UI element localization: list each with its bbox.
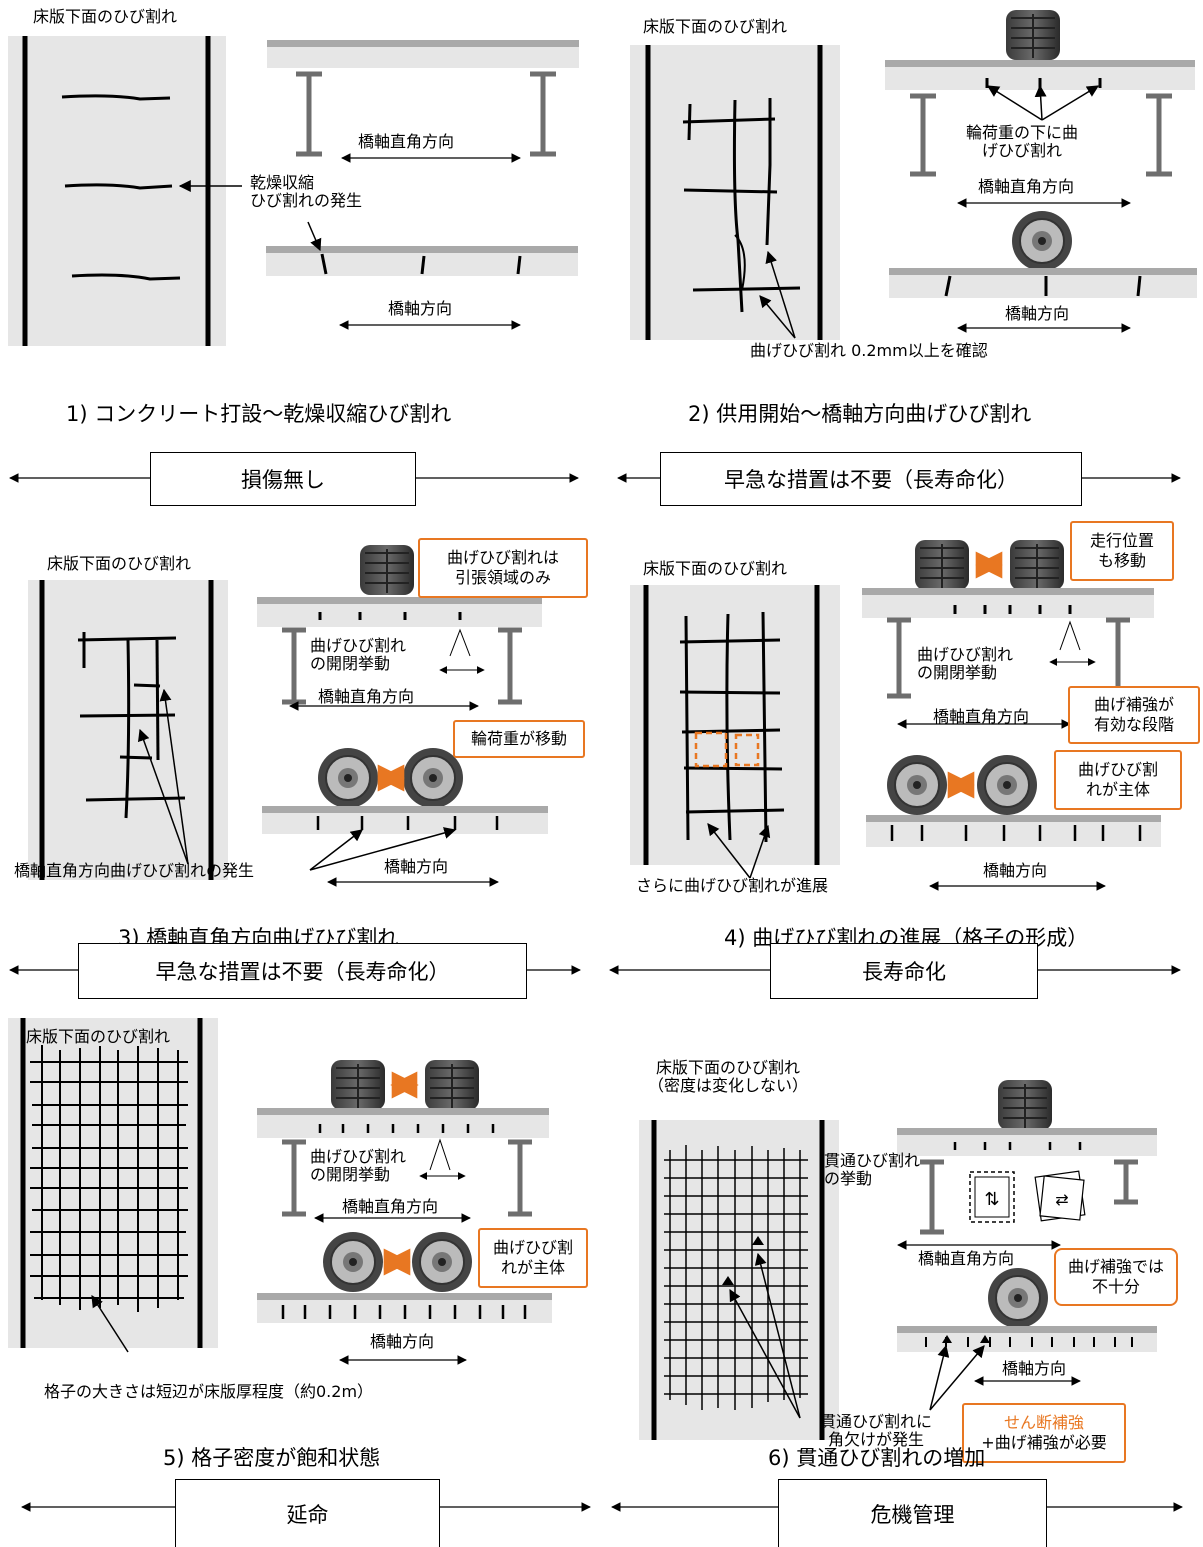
panel1-section-longitudinal [178,180,578,330]
panel4-callout-bending: 曲げひび割 れが主体 [1054,750,1182,810]
panel3-section-longitudinal [137,688,548,887]
panel1-caption: 1) コンクリート打設～乾燥収縮ひび割れ [66,402,452,426]
panel2-bottom-note: 曲げひび割れ 0.2mm以上を確認 [750,341,988,360]
panel5-slab-plan [8,1018,218,1353]
panel2-section-transverse [885,9,1195,208]
panel4-transverse-label: 橋軸直角方向 [933,707,1030,726]
panel2-verdict: 早急な措置は不要（長寿命化） [724,468,1018,492]
panel4-verdict: 長寿命化 [862,960,946,984]
panel5-longitudinal-label: 橋軸方向 [370,1332,435,1351]
panel4-behavior-label: 曲げひび割れ の開閉挙動 [917,645,1014,683]
panel1-slab-plan [8,36,226,346]
panel3-behavior-label: 曲げひび割れ の開閉挙動 [310,636,407,674]
panel2-slab-plan [630,45,840,340]
panel6-callout-shear: せん断補強 +曲げ補強が必要 [962,1403,1126,1463]
panel1-drying-note: 乾燥収縮 ひび割れの発生 [250,173,363,211]
panel6-verdict-box: 危機管理 [778,1479,1047,1547]
panel5-title: 床版下面のひび割れ [26,1027,171,1046]
panel1-section-transverse [267,40,579,163]
panel6-longitudinal-label: 橋軸方向 [1002,1359,1067,1378]
panel4-bottom-note: さらに曲げひび割れが進展 [636,876,829,895]
panel3-verdict: 早急な措置は不要（長寿命化） [155,960,450,984]
panel4-section-longitudinal [866,754,1161,891]
panel5-verdict: 延命 [286,1502,329,1527]
panel4-callout-position: 走行位置 も移動 [1070,521,1174,581]
panel2-verdict-box: 早急な措置は不要（長寿命化） [660,452,1082,506]
panel5-caption: 5) 格子密度が飽和状態 [163,1446,381,1470]
panel4-slab-plan [630,585,840,879]
panel6-caption: 6) 貫通ひび割れの増加 [768,1446,986,1470]
panel6-callout-shear-line1: せん断補強 [1003,1413,1084,1432]
panel3-callout-moving-load: 輪荷重が移動 [453,720,585,758]
panel1-verdict-box: 損傷無し [150,452,416,506]
panel3-section-transverse [257,544,542,711]
panel2-section-longitudinal [759,210,1197,339]
panel3-callout-tension: 曲げひび割れは 引張領域のみ [418,538,588,598]
panel6-section-longitudinal [897,1267,1157,1411]
panel2-caption: 2) 供用開始～橋軸方向曲げひび割れ [688,402,1032,426]
panel3-verdict-box: 早急な措置は不要（長寿命化） [78,943,527,999]
panel6-callout-insufficient: 曲げ補強では 不十分 [1054,1248,1178,1306]
svg-text:⇄: ⇄ [1055,1190,1068,1209]
panel4-title: 床版下面のひび割れ [643,559,788,578]
panel2-longitudinal-label: 橋軸方向 [1005,304,1070,323]
panel1-title: 床版下面のひび割れ [33,7,178,26]
panel5-callout-bending: 曲げひび割 れが主体 [478,1228,588,1288]
panel2-transverse-label: 橋軸直角方向 [978,177,1075,196]
panel6-bottom-note: 貫通ひび割れに 角欠けが発生 [820,1412,933,1450]
panel6-behavior-label: 貫通ひび割れ の挙動 [824,1151,921,1189]
panel3-longitudinal-label: 橋軸方向 [384,857,449,876]
panel3-bottom-note: 橋軸直角方向曲げひび割れの発生 [14,861,255,880]
panel1-transverse-label: 橋軸直角方向 [358,132,455,151]
panel5-verdict-box: 延命 [175,1479,440,1547]
panel4-longitudinal-label: 橋軸方向 [983,861,1048,880]
panel2-title: 床版下面のひび割れ [643,17,788,36]
panel5-bottom-note: 格子の大きさは短辺が床版厚程度（約0.2m） [44,1382,374,1401]
panel5-section-transverse [257,1059,549,1223]
panel4-callout-reinforce: 曲げ補強が 有効な段階 [1068,686,1200,744]
panel1-longitudinal-label: 橋軸方向 [388,299,453,318]
panel5-behavior-label: 曲げひび割れ の開閉挙動 [310,1147,407,1185]
panel3-slab-plan [28,580,228,880]
panel1-verdict: 損傷無し [241,468,325,492]
panel6-transverse-label: 橋軸直角方向 [918,1249,1015,1268]
panel6-title: 床版下面のひび割れ （密度は変化しない） [648,1058,809,1096]
svg-text:⇅: ⇅ [984,1189,999,1210]
panel3-transverse-label: 橋軸直角方向 [318,687,415,706]
panel4-verdict-box: 長寿命化 [770,943,1038,999]
panel2-load-note: 輪荷重の下に曲 げひび割れ [966,123,1079,161]
panel3-title: 床版下面のひび割れ [47,554,192,573]
panel6-section-transverse: ⇅ ⇄ [897,1079,1157,1250]
panel5-section-longitudinal [257,1231,552,1365]
panel6-callout-shear-line2: +曲げ補強が必要 [981,1433,1107,1452]
panel6-verdict: 危機管理 [870,1502,955,1527]
panel6-slab-plan [639,1120,839,1440]
panel5-transverse-label: 橋軸直角方向 [342,1197,439,1216]
